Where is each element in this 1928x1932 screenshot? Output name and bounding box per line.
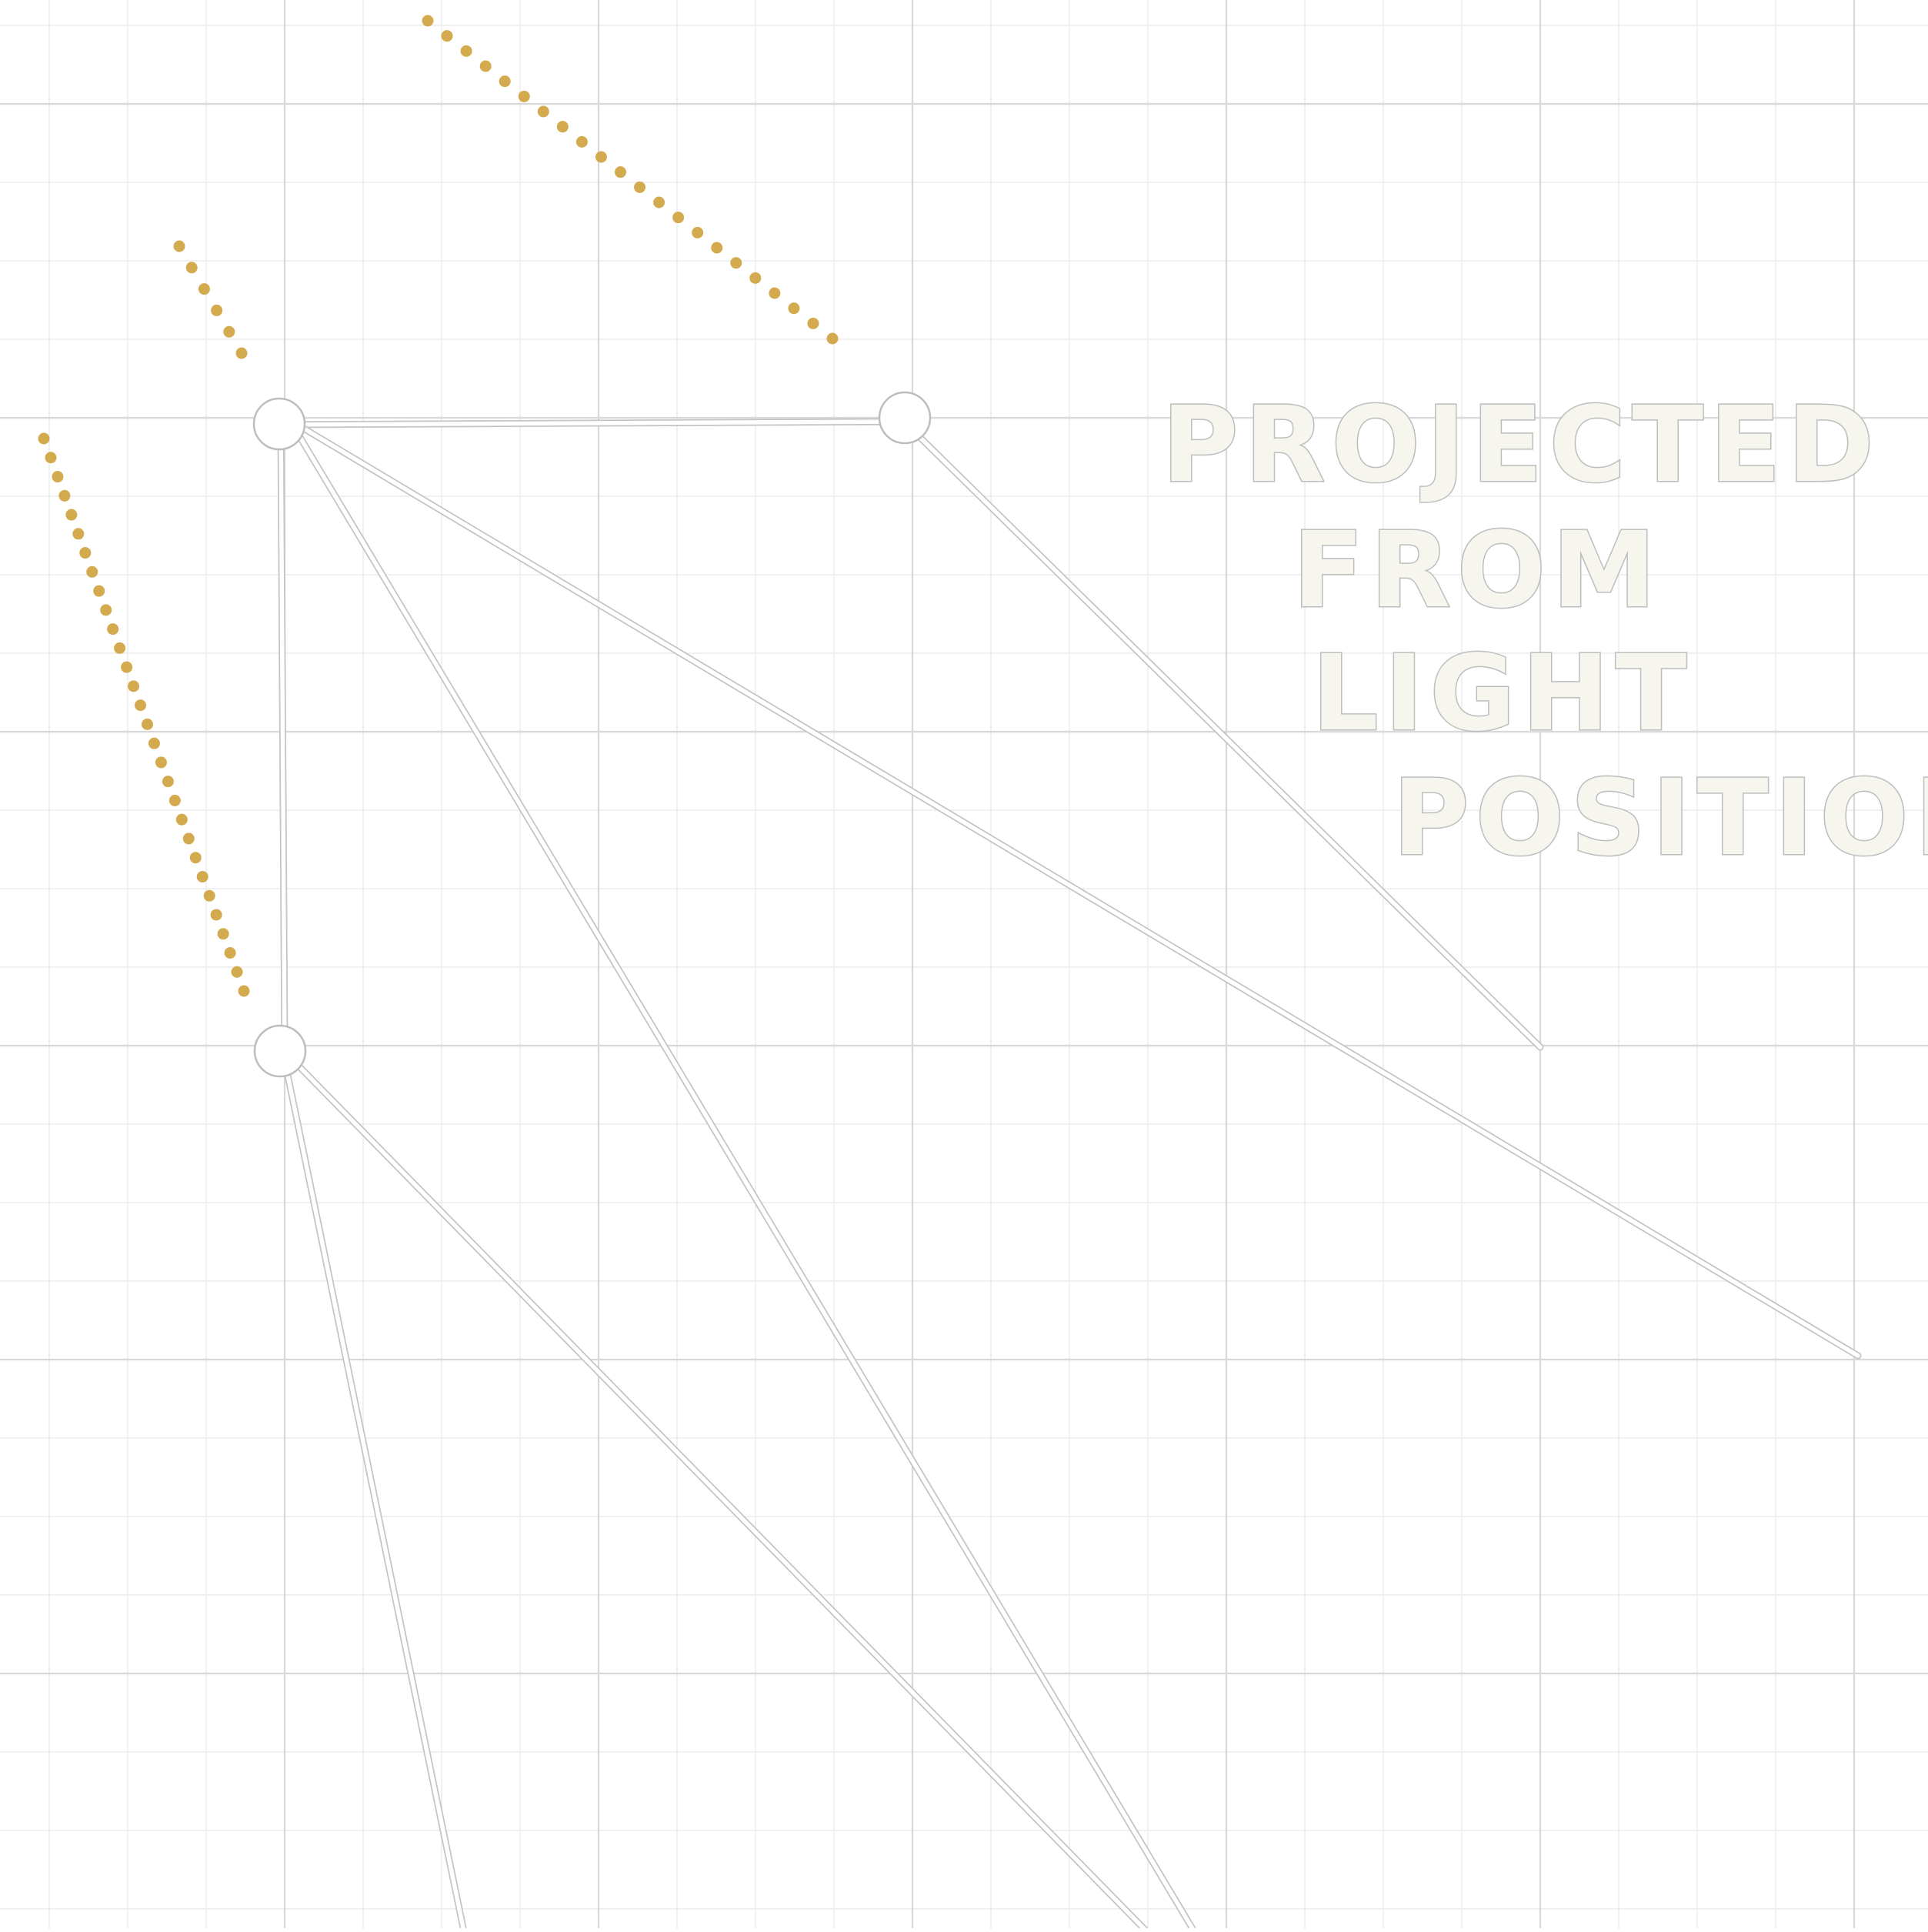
ray xyxy=(294,429,1197,1932)
ray xyxy=(289,1056,1151,1932)
shadow-dot xyxy=(72,528,85,540)
shadow-dot xyxy=(730,257,742,269)
shadow-dot xyxy=(121,661,133,673)
shadow-dot xyxy=(185,262,198,274)
shadow-dot xyxy=(653,196,665,209)
shadow-dot xyxy=(86,566,98,578)
shadow-dot xyxy=(175,813,188,826)
shadow-dots xyxy=(38,15,839,997)
shadow-dot xyxy=(224,946,236,959)
shadow-dot xyxy=(479,60,492,72)
shadow-dot xyxy=(441,30,453,42)
shadow-dot xyxy=(210,909,222,921)
shadow-dot xyxy=(182,833,195,845)
shadow-dot xyxy=(634,181,646,193)
shadow-dot xyxy=(460,45,472,57)
shadow-dot xyxy=(45,452,57,464)
shadow-dot xyxy=(38,432,50,445)
ray xyxy=(902,419,1543,1049)
shadow-dot xyxy=(575,135,588,148)
shadow-dot xyxy=(238,985,250,997)
light-node xyxy=(252,397,306,451)
caption-line-2: FROM xyxy=(1293,510,1663,632)
shadow-dot xyxy=(537,105,549,118)
shadow-dot xyxy=(711,242,723,254)
shadow-dot xyxy=(198,283,210,295)
shadow-dot xyxy=(93,585,105,597)
ray xyxy=(290,419,1860,1358)
shadow-dot xyxy=(203,889,215,902)
shadow-dot xyxy=(614,166,626,179)
shadow-dot xyxy=(749,272,762,284)
shadow-dot xyxy=(189,852,202,864)
shadow-dot xyxy=(128,680,140,692)
caption-line-4: POSITION xyxy=(1393,758,1928,879)
shadow-dot xyxy=(114,642,126,654)
caption-line-1: PROJECTED xyxy=(1162,385,1880,506)
shadow-dot xyxy=(499,75,511,88)
projection-rays xyxy=(277,418,1862,1932)
shadow-dot xyxy=(155,756,167,769)
shadow-dot xyxy=(556,121,569,133)
shadow-dot xyxy=(672,212,685,224)
shadow-dot xyxy=(65,509,78,521)
shadow-dot xyxy=(79,547,92,559)
shadow-dot xyxy=(162,776,174,788)
light-node xyxy=(878,391,932,445)
ray xyxy=(282,1058,466,1932)
shadow-dot xyxy=(58,489,71,502)
shadow-dot xyxy=(168,794,181,806)
shadow-dot xyxy=(788,302,800,315)
shadow-dot xyxy=(211,304,223,316)
shadow-dot xyxy=(595,151,607,163)
shadow-dot xyxy=(422,15,434,27)
caption: PROJECTED FROM LIGHT POSITION xyxy=(1161,384,1928,881)
shadow-dot xyxy=(173,240,185,252)
shadow-dot xyxy=(52,471,64,483)
shadow-dot xyxy=(141,718,153,730)
shadow-dot xyxy=(518,90,530,102)
shadow-dot xyxy=(235,347,248,359)
shadow-dot xyxy=(826,332,839,345)
shadow-dot xyxy=(135,699,147,712)
shadow-dot xyxy=(217,928,229,940)
shadow-dot xyxy=(692,226,704,239)
shadow-dot xyxy=(223,325,235,338)
ray xyxy=(279,419,906,427)
shadow-dot xyxy=(807,317,819,329)
shadow-dot xyxy=(107,623,119,636)
light-node xyxy=(253,1024,307,1078)
shadow-dot xyxy=(769,287,781,299)
shadow-dot xyxy=(231,966,243,978)
caption-line-3: LIGHT xyxy=(1312,633,1693,755)
shadow-dot xyxy=(100,604,112,616)
shadow-dot xyxy=(196,870,208,883)
light-nodes xyxy=(252,391,932,1078)
ray xyxy=(279,422,287,1053)
shadow-dot xyxy=(148,737,160,749)
